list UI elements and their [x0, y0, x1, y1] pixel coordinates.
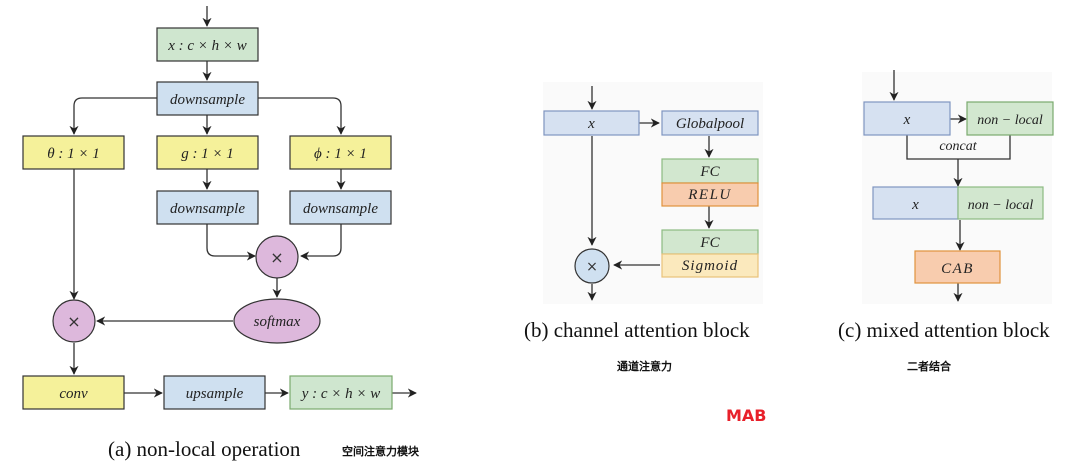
node-label: CAB: [941, 261, 974, 277]
node-label: x : c × h × w: [167, 38, 247, 54]
node-concat: x non − local: [872, 186, 1044, 220]
node-label: non − local: [968, 198, 1034, 213]
node-label: x: [587, 116, 595, 132]
node-label: softmax: [254, 314, 301, 330]
node-downsample-phi: downsample: [289, 190, 392, 225]
node-cab: CAB: [914, 250, 1001, 284]
node-g: g : 1 × 1: [156, 135, 259, 170]
edge: [258, 97, 346, 135]
node-label: downsample: [303, 201, 378, 217]
node-label: x: [911, 197, 919, 213]
multiply-icon: ×: [586, 259, 598, 275]
node-multiply-b: ×: [574, 248, 610, 284]
caption-a-cn: 空间注意力模块: [342, 444, 420, 458]
node-x-b: x: [543, 110, 640, 136]
node-fc-sigmoid: FC Sigmoid: [661, 229, 759, 278]
node-label: RELU: [687, 187, 732, 203]
node-softmax: softmax: [233, 298, 321, 344]
panel-b-channel-attention: x Globalpool FC RELU FC Sigmoid × (b) ch…: [524, 82, 763, 373]
panel-c-mixed-attention: x non − local concat x non − local CAB (…: [838, 70, 1054, 373]
mab-label: MAB: [726, 406, 767, 425]
node-label: non − local: [977, 113, 1043, 128]
edge: [69, 97, 158, 135]
multiply-icon: ×: [270, 248, 283, 267]
node-label: conv: [59, 386, 88, 402]
node-label: FC: [699, 235, 720, 251]
node-multiply-top: ×: [255, 235, 299, 279]
node-fc-relu: FC RELU: [661, 158, 759, 207]
node-phi: ϕ : 1 × 1: [289, 135, 392, 170]
concat-label: concat: [939, 139, 977, 154]
caption-c-cn: 二者结合: [907, 359, 952, 373]
node-label: g : 1 × 1: [181, 146, 234, 162]
node-theta: θ : 1 × 1: [22, 135, 125, 170]
node-label: Sigmoid: [682, 258, 738, 274]
caption-a: (a) non-local operation: [108, 437, 301, 461]
caption-c: (c) mixed attention block: [838, 318, 1050, 342]
node-nonlocal-top: non − local: [966, 101, 1054, 136]
node-label: ϕ : 1 × 1: [314, 146, 367, 162]
node-multiply-left: ×: [52, 299, 96, 343]
node-label: downsample: [170, 201, 245, 217]
panel-a-non-local: x : c × h × w downsample θ : 1 × 1 g : 1…: [22, 6, 420, 461]
node-downsample-g: downsample: [156, 190, 259, 225]
node-input-x: x : c × h × w: [156, 27, 259, 62]
node-upsample: upsample: [163, 375, 266, 410]
edge: [300, 224, 342, 261]
node-label: y : c × h × w: [300, 386, 381, 402]
node-conv: conv: [22, 375, 125, 410]
node-label: x: [903, 112, 911, 128]
node-label: Globalpool: [676, 116, 744, 132]
caption-b: (b) channel attention block: [524, 318, 750, 342]
node-label: downsample: [170, 92, 245, 108]
node-label: FC: [699, 164, 720, 180]
node-output-y: y : c × h × w: [289, 375, 393, 410]
multiply-icon: ×: [67, 312, 80, 331]
node-x-c: x: [863, 101, 951, 136]
node-label: θ : 1 × 1: [47, 146, 100, 162]
edge: [206, 224, 256, 261]
node-downsample-top: downsample: [156, 81, 259, 116]
node-label: upsample: [186, 386, 244, 402]
caption-b-cn: 通道注意力: [617, 359, 672, 373]
node-globalpool: Globalpool: [661, 110, 759, 136]
